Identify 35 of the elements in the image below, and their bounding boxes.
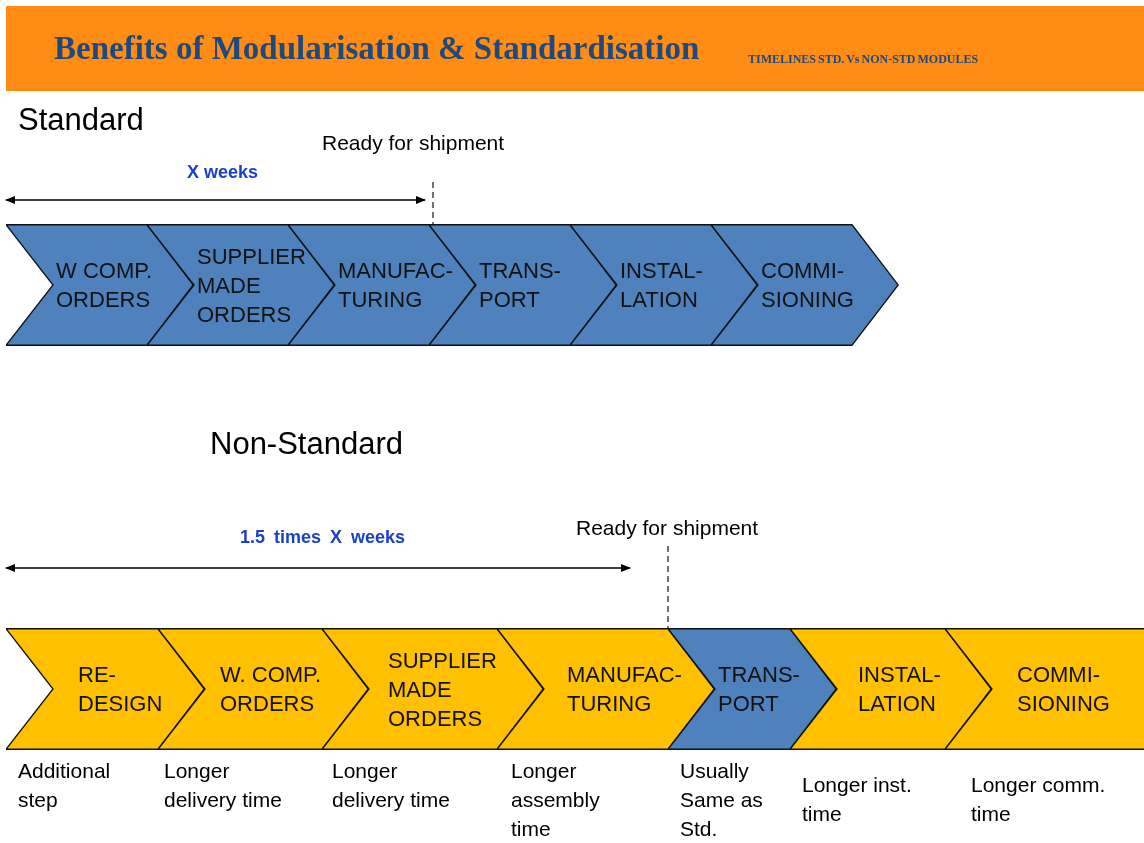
subtitle: TIMELINES STD. Vs NON-STD MODULES — [748, 52, 979, 67]
step-label: INSTAL- LATION — [858, 661, 942, 718]
chevron-step — [945, 628, 1144, 750]
duration-label: 1.5 times X weeks — [240, 527, 406, 548]
step-label: TRANS- PORT — [479, 257, 562, 314]
milestone-label: Ready for shipment — [322, 131, 505, 155]
step-label: SUPPLIER MADE ORDERS — [388, 646, 498, 733]
step-label: MANUFAC- TURING — [567, 661, 683, 718]
chevron-step — [6, 224, 194, 346]
step-label: MANUFAC- TURING — [338, 257, 454, 314]
note-text: Additional step — [18, 758, 112, 813]
chevron-step — [497, 628, 715, 750]
note-text: Longer delivery time — [164, 758, 283, 813]
step-label: COMMI- SIONING — [1017, 661, 1111, 718]
section-heading: Non-Standard — [210, 426, 403, 462]
step-label: INSTAL- LATION — [620, 257, 704, 314]
note-text: Longer delivery time — [332, 758, 451, 813]
step-label: COMMI- SIONING — [761, 257, 855, 314]
note-text: Usually Same as Std. — [680, 758, 764, 842]
step-label: TRANS- PORT — [718, 661, 801, 718]
duration-label: X weeks — [187, 162, 259, 183]
title: Benefits of Modularisation & Standardisation — [54, 30, 700, 67]
note-text: Longer inst. time — [802, 772, 913, 827]
note-text: Longer assembly time — [511, 758, 601, 842]
chevron-step — [322, 628, 544, 750]
step-label: W. COMP. ORDERS — [220, 661, 323, 718]
chevron-step — [570, 224, 758, 346]
section-heading: Standard — [18, 102, 144, 138]
chevron-step — [711, 224, 899, 346]
chevron-step — [6, 628, 205, 750]
step-label: W COMP. ORDERS — [56, 257, 154, 314]
note-text: Longer comm. time — [971, 772, 1107, 827]
milestone-label: Ready for shipment — [576, 516, 759, 540]
step-label: RE- DESIGN — [78, 661, 164, 718]
step-label: SUPPLIER MADE ORDERS — [197, 242, 307, 329]
